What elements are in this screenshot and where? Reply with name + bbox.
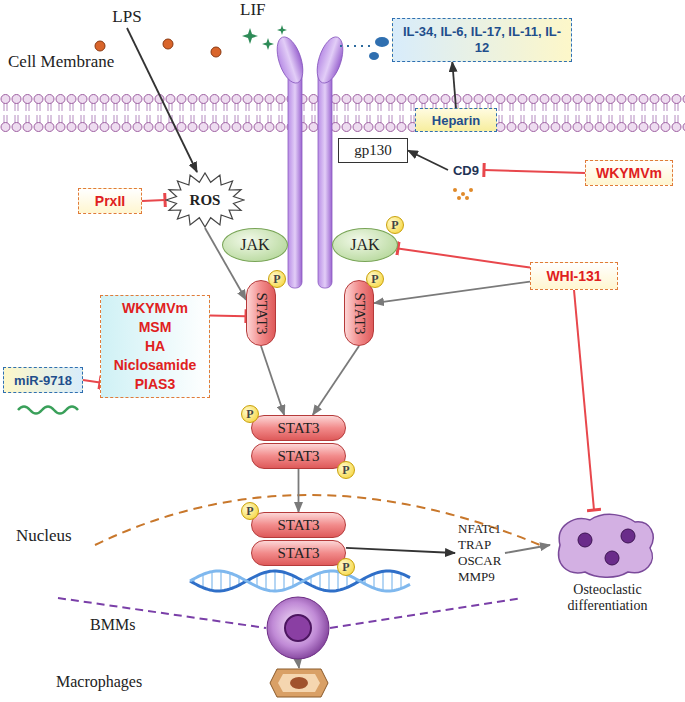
activation-arrow (298, 469, 300, 512)
membrane-bilayer (0, 94, 685, 132)
node-text: STAT3 (351, 292, 368, 334)
inhibitor-box: PrxII (78, 188, 142, 214)
node-text: MSM (139, 318, 172, 337)
stat3-pill: STAT3 (251, 540, 346, 566)
node-text: WKYMVm (122, 299, 188, 318)
inhibitor-box: WKYMVm (585, 160, 673, 186)
phospho-circle: P (386, 216, 404, 234)
inhibition-line (142, 200, 165, 201)
node-text: P (391, 217, 398, 233)
cytokine-box: IL-34, IL-6, IL-17, IL-11, IL-12 (392, 18, 572, 62)
node-text: Heparin (432, 113, 480, 128)
cd9-label: CD9 (448, 160, 484, 180)
node-text: TRAP (458, 537, 491, 553)
ros-burst: ROS (165, 172, 245, 228)
activation-arrow (452, 62, 456, 108)
region-label: Nucleus (16, 526, 72, 546)
inhibition-line (210, 315, 246, 318)
osteoclast-cell: Osteoclastic differentiation (535, 508, 680, 620)
node-text: JAK (350, 236, 379, 254)
stat3-pill: STAT3 (251, 415, 346, 441)
inhibitor-box: WHI-131 (530, 262, 618, 290)
stat3-pill: STAT3 (344, 280, 374, 346)
node-text: NFATc1 (458, 521, 501, 537)
gene-list: NFATc1TRAPOSCARMMP9 (455, 520, 505, 586)
phospho-circle: P (337, 461, 355, 479)
node-text: Macrophages (56, 673, 142, 691)
node-text: ROS (190, 192, 221, 209)
stat3-pill: STAT3 (246, 280, 276, 346)
lif-sparkles (242, 25, 287, 50)
region-label: LIF (240, 0, 266, 20)
mirna-strand (18, 407, 78, 414)
macrophage-hexagon (269, 668, 329, 698)
node-text: gp130 (354, 142, 392, 159)
phospho-circle: P (268, 270, 286, 288)
node-text: IL-34, IL-6, IL-17, IL-11, IL-12 (399, 24, 565, 56)
node-text: PIAS3 (135, 375, 175, 394)
node-text: Niclosamide (114, 356, 196, 375)
jak-ellipse: JAK (222, 228, 288, 262)
node-text: STAT3 (277, 545, 319, 562)
macrophage-cell: Macrophages (50, 668, 332, 698)
bmm-circle (266, 596, 330, 660)
node-text: OSCAR (458, 553, 501, 569)
node-text: CD9 (453, 163, 479, 178)
region-label: Cell Membrane (8, 52, 114, 72)
cd9-dots (453, 188, 473, 200)
cytokine-blobs (369, 37, 389, 60)
phospho-circle: P (366, 270, 384, 288)
heparin-box: Heparin (415, 108, 497, 132)
node-text: P (246, 406, 253, 422)
node-text: PrxII (95, 193, 125, 209)
gp130-box: gp130 (338, 138, 408, 163)
inhibition-line (398, 248, 530, 267)
stat3-pill: STAT3 (251, 443, 346, 469)
node-text: P (273, 271, 280, 287)
node-text: JAK (240, 236, 269, 254)
activation-arrow (261, 346, 284, 415)
mirna-box: miR-9718 (3, 367, 83, 393)
node-text: STAT3 (253, 292, 270, 334)
node-text: P (246, 503, 253, 519)
stat3-pill: STAT3 (251, 512, 346, 538)
node-text: P (371, 271, 378, 287)
node-text: MMP9 (458, 569, 495, 585)
node-text: STAT3 (277, 448, 319, 465)
node-text: miR-9718 (14, 373, 72, 388)
activation-arrow (346, 548, 455, 553)
activation-arrow (505, 545, 550, 553)
node-text: Osteoclastic differentiation (535, 582, 680, 614)
node-text: WHI-131 (546, 268, 601, 284)
inhibitor-box: WKYMVmMSMHANiclosamidePIAS3 (100, 295, 210, 398)
phospho-circle: P (337, 558, 355, 576)
activation-arrow (127, 28, 197, 172)
node-text: WKYMVm (596, 165, 662, 181)
activation-arrow (408, 151, 448, 171)
node-text: STAT3 (277, 420, 319, 437)
dna-helix (190, 571, 410, 591)
inhibition-line (574, 290, 594, 510)
activation-arrow (298, 660, 299, 668)
node-text: HA (145, 337, 165, 356)
phospho-circle: P (241, 502, 259, 520)
phospho-circle: P (241, 405, 259, 423)
activation-arrow (374, 282, 530, 304)
ligand-label: LPS (106, 6, 148, 28)
node-text: BMMs (90, 616, 135, 634)
dotted-line (340, 45, 372, 47)
osteoclast-shape (550, 510, 660, 580)
activation-arrow (313, 346, 359, 415)
node-text: STAT3 (277, 517, 319, 534)
jak-ellipse: JAK (332, 228, 398, 262)
node-text: P (342, 559, 349, 575)
inhibition-line (484, 170, 585, 173)
node-text: LPS (112, 7, 141, 27)
bmm-cell: BMMs (80, 596, 332, 660)
node-text: P (342, 462, 349, 478)
inhibition-line (83, 380, 100, 383)
